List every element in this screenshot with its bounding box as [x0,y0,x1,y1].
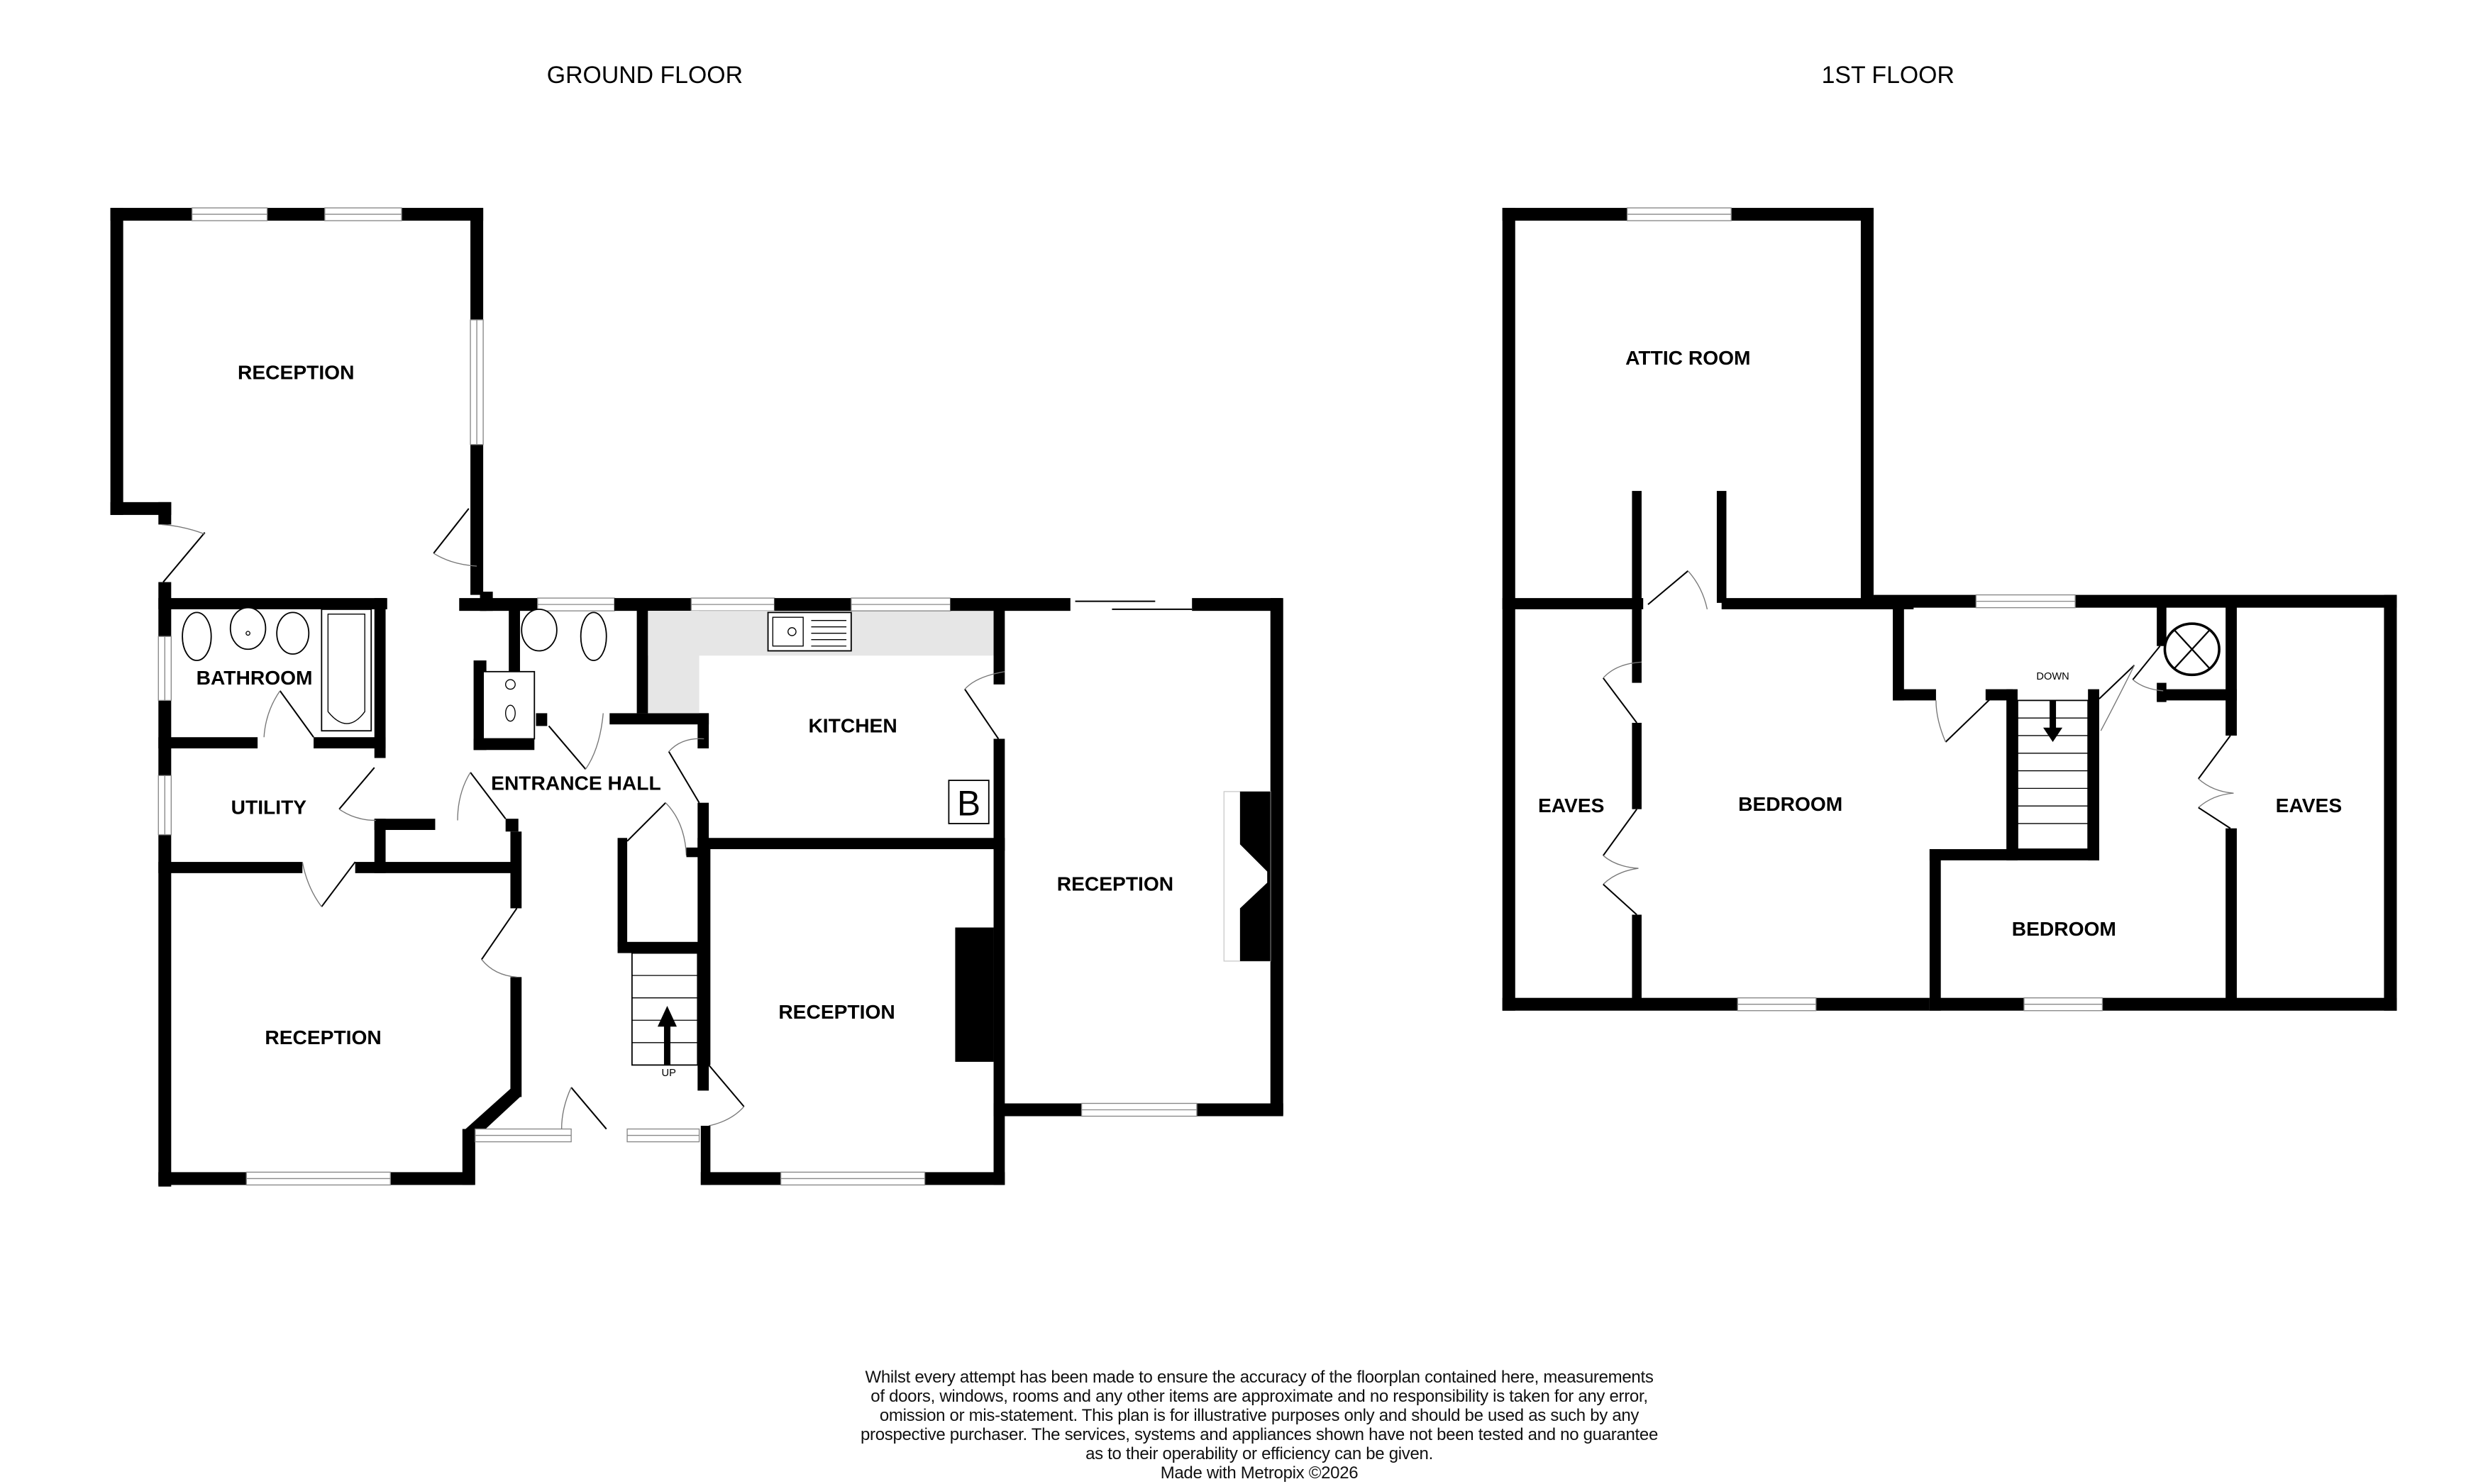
utility: UTILITY [158,767,520,907]
disclaimer-line: prospective purchaser. The services, sys… [860,1425,1659,1444]
credit-line: Made with Metropix ©2026 [1160,1463,1359,1483]
arrow-down-icon [2043,727,2063,742]
arrow-up-icon [657,1005,677,1027]
sink-icon [767,611,852,652]
first-floor-title: 1ST FLOOR [1822,62,1955,89]
room-label-entrance-hall: ENTRANCE HALL [491,772,661,794]
basin-icon [229,607,267,650]
bidet-icon [276,611,310,655]
reception-right: RECEPTION [993,598,1283,1117]
chimney-breast [955,927,994,1062]
room-label-bedroom-2: BEDROOM [2012,917,2116,940]
room-label-reception-4: RECEPTION [1057,873,1173,895]
disclaimer-line: omission or mis-statement. This plan is … [879,1406,1640,1425]
eaves-left: EAVES BEDROOM [1502,661,1930,1012]
landing: DOWN EAVES BEDROOM [1873,594,2397,1012]
disclaimer-line: of doors, windows, rooms and any other i… [870,1387,1648,1406]
wc-toilet-icon [580,611,607,661]
attic-room: ATTIC ROOM [1502,207,1914,1011]
bathroom: BATHROOM [157,582,387,1187]
room-label-kitchen: KITCHEN [808,714,897,736]
room-label-bathroom: BATHROOM [197,666,313,689]
room-label-reception-2: RECEPTION [265,1026,381,1048]
toilet-icon [182,611,212,661]
room-label-reception-3: RECEPTION [778,1000,895,1023]
first-floor-plan: ATTIC ROOM EAVES BEDROOM [1502,207,2397,1012]
ground-floor-plan: RECEPTION BATHROOM [110,207,1283,1187]
room-label-utility: UTILITY [231,795,307,818]
stairs-up-label: UP [662,1068,676,1079]
room-label-eaves-right: EAVES [2276,794,2342,816]
boiler-icon [948,780,990,824]
disclaimer-line: as to their operability or efficiency ca… [1085,1444,1433,1463]
disclaimer-line: Whilst every attempt has been made to en… [865,1368,1654,1387]
reception-middle: RECEPTION [700,849,1005,1186]
wc-basin-icon [521,608,558,652]
boiler-label: B [957,784,980,824]
entrance-hall: UP ENTRANCE HALL [459,592,775,1143]
reception-bottom-left: RECEPTION [158,831,572,1186]
fireplace-icon [1239,791,1271,961]
stairs-down-label: DOWN [2036,671,2069,682]
room-label-attic-room: ATTIC ROOM [1625,346,1750,369]
room-label-eaves-left: EAVES [1538,794,1604,816]
kitchen: B KITCHEN [648,597,1071,851]
bath-icon [321,608,372,732]
disclaimer: Whilst every attempt has been made to en… [745,1368,1774,1483]
reception-top-left: RECEPTION [110,207,484,595]
ground-floor-title: GROUND FLOOR [547,62,743,89]
room-label-reception-1: RECEPTION [238,360,354,383]
room-label-bedroom-1: BEDROOM [1738,792,1842,815]
